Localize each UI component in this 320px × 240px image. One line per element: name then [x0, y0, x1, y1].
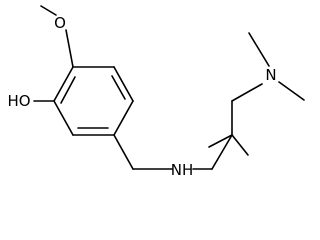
- bond-ring-6: [53, 66, 74, 102]
- bond-n-methyl-right: [278, 81, 305, 101]
- bond-ring-5: [53, 100, 74, 136]
- bond-ring-3: [113, 100, 134, 136]
- bond-n-methyl-up: [248, 32, 270, 67]
- dimethylamino-n-label: N: [265, 66, 276, 84]
- bond-ch2-quaternary: [211, 134, 233, 170]
- bond-quaternary-methyl-2: [231, 134, 249, 156]
- bond-ring-double-3: [60, 76, 76, 104]
- bond-methyl-methoxy-o: [40, 5, 57, 16]
- hydroxyl-label: HO: [7, 92, 30, 110]
- bond-ring-double-1: [111, 75, 126, 100]
- amine-nh-label: NH: [171, 161, 194, 179]
- bonds: [33, 5, 305, 170]
- bond-ch2-n: [231, 83, 263, 102]
- bond-ring-2: [113, 66, 134, 102]
- molecule-structure: O HO NH N: [7, 5, 305, 179]
- bond-methoxy-o-ring: [65, 29, 74, 68]
- bond-quaternary-methyl-1: [208, 134, 233, 148]
- atom-labels: O HO NH N: [7, 14, 276, 179]
- bond-ring-ch2: [113, 134, 134, 170]
- methoxy-oxygen-label: O: [54, 14, 66, 32]
